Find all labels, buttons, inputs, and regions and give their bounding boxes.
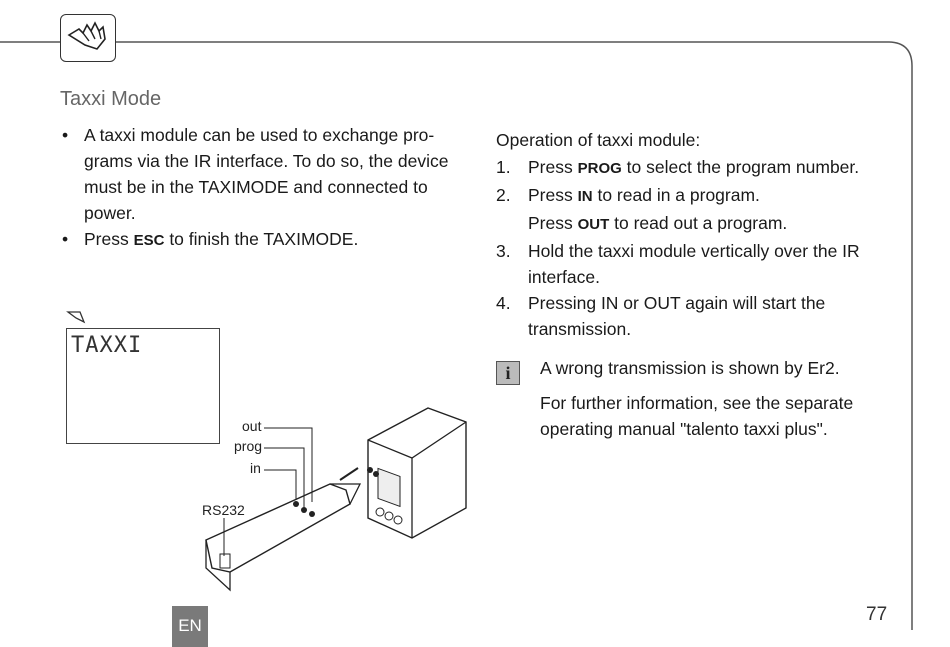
operation-steps: 1.Press PROG to select the program numbe… [496,154,896,342]
section-title: Taxxi Mode [60,88,162,110]
step-item: 1.Press PROG to select the program numbe… [496,157,860,177]
hand-pointer-icon [60,14,116,62]
lcd-display: TAXXI [66,328,220,444]
hand-arrow-icon [66,311,86,324]
taxxi-module-illustration [205,407,467,592]
info-line: A wrong transmission is shown by Er2. [540,358,840,378]
bullet-item: A taxxi module can be used to exchange p… [60,122,480,226]
step-item: 2.Press IN to read in a program.Press OU… [496,185,788,233]
info-line: For further information, see the separat… [540,393,854,439]
bullet-list: A taxxi module can be used to exchange p… [60,122,480,254]
label-out: out [242,418,262,434]
step-item: 3.Hold the taxxi module vertically over … [496,241,860,287]
label-in: in [250,460,261,476]
page-number: 77 [866,604,888,625]
key-in: IN [577,188,593,205]
key-out: OUT [577,216,610,233]
key-esc: ESC [133,232,165,249]
lcd-text: TAXXI [71,333,143,358]
info-icon: i [496,361,520,385]
language-badge: EN [172,606,208,647]
label-rs232: RS232 [202,502,245,518]
label-prog: prog [234,438,263,454]
key-prog: PROG [577,160,622,177]
step-item: 4.Pressing IN or OUT again will start th… [496,293,826,339]
operation-title: Operation of taxxi module: [496,130,701,150]
bullet-item: Press ESC to finish the TAXIMODE. [60,226,480,254]
